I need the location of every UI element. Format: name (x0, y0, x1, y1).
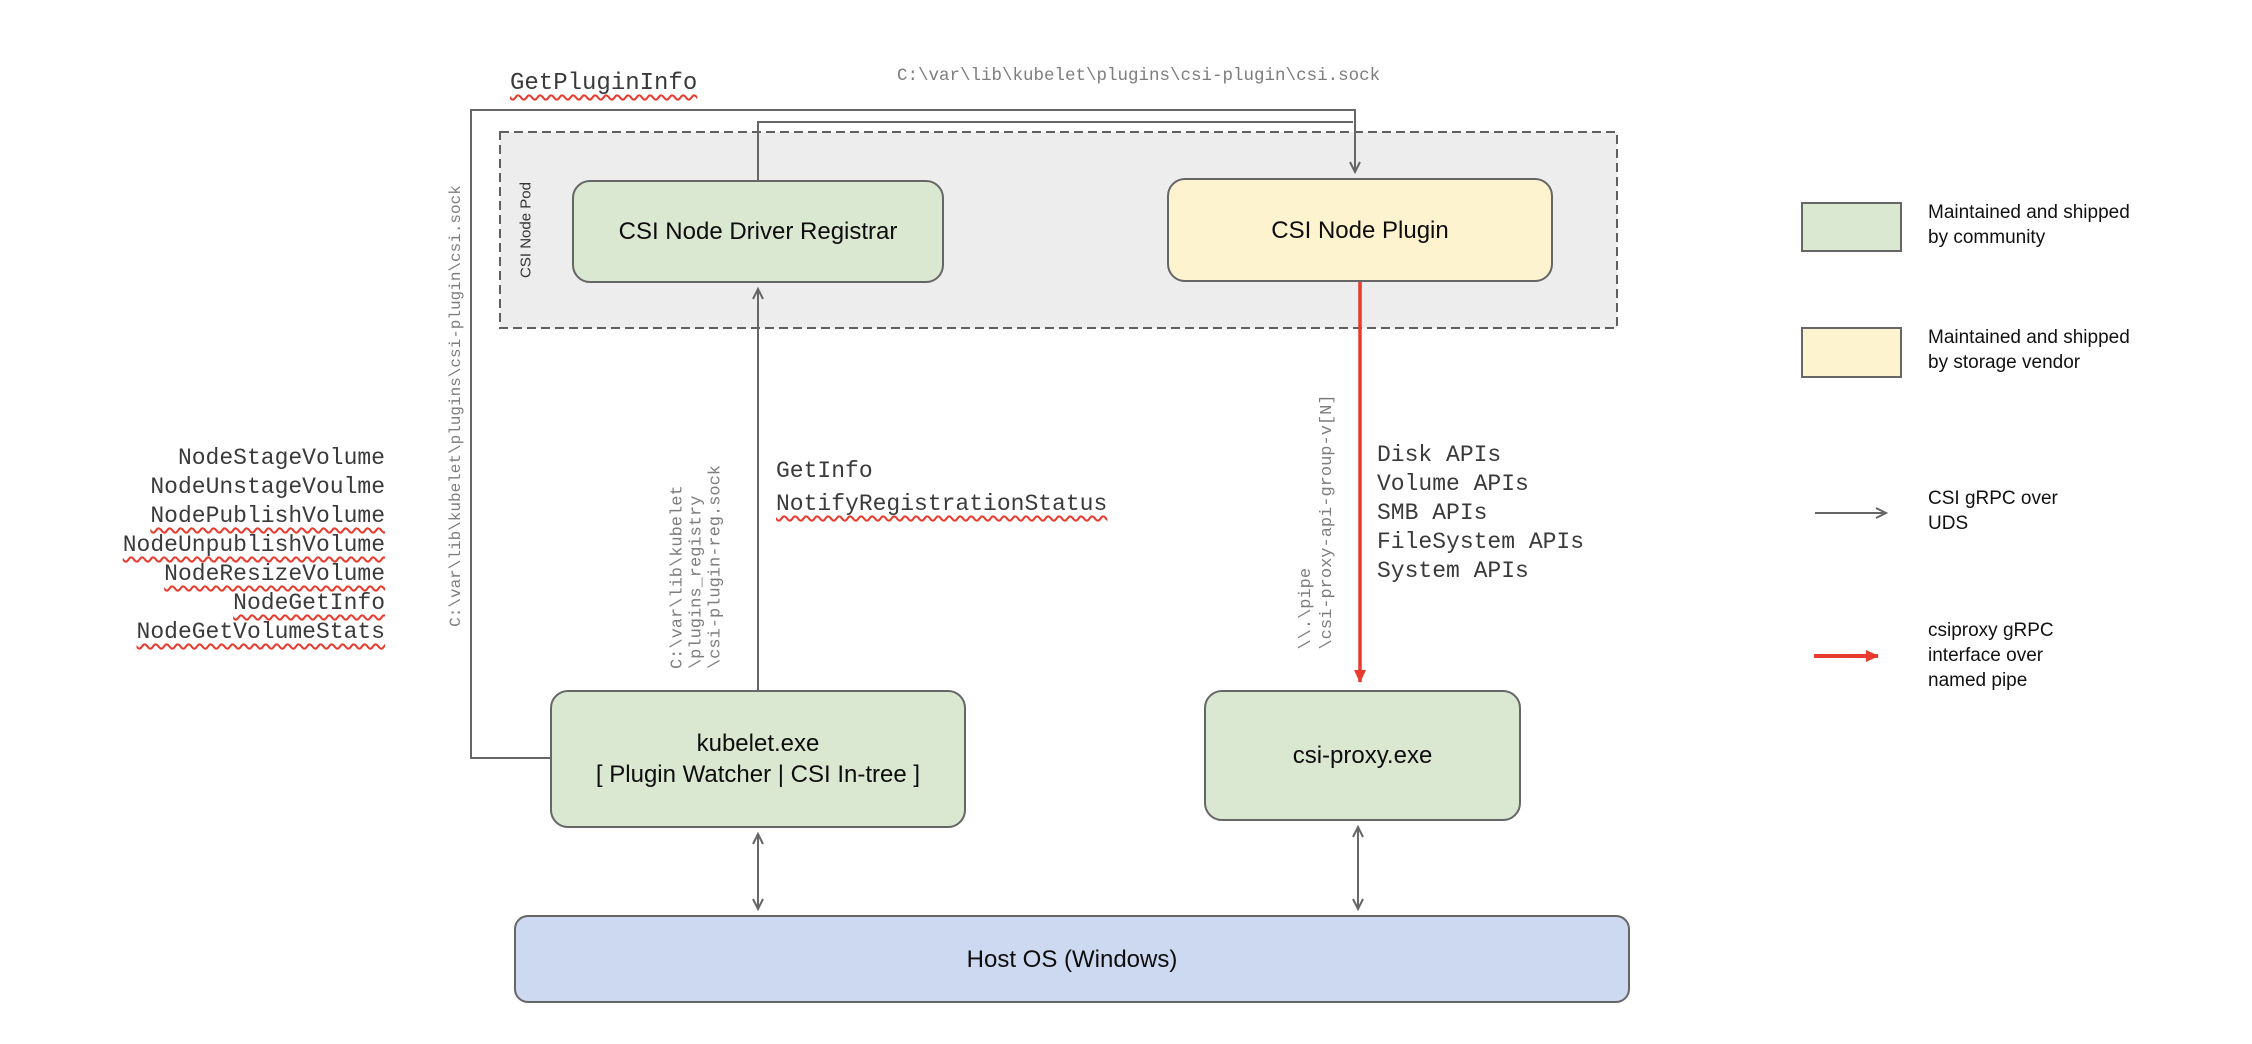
proxy-api: Volume APIs (1377, 471, 1529, 497)
csi-node-pod-label: CSI Node Pod (517, 182, 535, 278)
legend-pipe-label: csiproxy gRPC interface over named pipe (1928, 618, 2054, 693)
csi-sock-path-left-label: C:\var\lib\kubelet\plugins\csi-plugin\cs… (447, 185, 465, 627)
node-method: NodeStageVolume (177, 445, 385, 471)
edge-kubelet-to-plugin (470, 109, 1361, 759)
notify-registration-status-label: NotifyRegistrationStatus (776, 491, 1108, 517)
proxy-api: FileSystem APIs (1377, 529, 1585, 555)
csi-proxy-node: csi-proxy.exe (1204, 690, 1521, 821)
csi-node-plugin-node: CSI Node Plugin (1167, 178, 1553, 282)
get-info-label: GetInfo (776, 458, 873, 484)
csi-node-plugin-label: CSI Node Plugin (1271, 216, 1449, 244)
csi-proxy-label: csi-proxy.exe (1292, 742, 1433, 769)
proxy-api: System APIs (1377, 558, 1529, 584)
csi-sock-path-top-label: C:\var\lib\kubelet\plugins\csi-plugin\cs… (897, 66, 1381, 86)
legend-vendor-label: Maintained and shipped by storage vendor (1928, 325, 2130, 375)
proxy-api: SMB APIs (1377, 500, 1488, 526)
proxy-apis-list: Disk APIs Volume APIs SMB APIs FileSyste… (1377, 441, 1584, 586)
legend-community-line: by community (1928, 227, 2046, 248)
legend-pipe-line: csiproxy gRPC (1928, 620, 2054, 641)
legend-pipe-line: interface over (1928, 645, 2044, 666)
plugins-registry-path-label: C:\var\lib\kubelet \plugins_registry \cs… (669, 465, 726, 669)
node-method: NodeUnstageVoulme (150, 474, 385, 500)
proxy-api: Disk APIs (1377, 442, 1502, 468)
host-os-label: Host OS (Windows) (966, 945, 1178, 973)
plugins-registry-path-line: \plugins_registry (687, 495, 707, 670)
registration-methods-label: GetInfo NotifyRegistrationStatus (776, 455, 1107, 521)
edge-registrar-to-plugin (757, 121, 1353, 180)
legend-uds-label: CSI gRPC over UDS (1928, 486, 2058, 536)
plugins-registry-path-line: C:\var\lib\kubelet (668, 485, 688, 670)
kubelet-node-methods-list: NodeStageVolume NodeUnstageVoulme NodePu… (60, 444, 385, 647)
legend-community-swatch (1801, 202, 1902, 252)
csi-node-driver-registrar-label: CSI Node Driver Registrar (618, 218, 898, 245)
get-plugin-info-label: GetPluginInfo (510, 70, 698, 97)
legend-community-line: Maintained and shipped (1928, 202, 2130, 223)
legend-uds-line: CSI gRPC over (1928, 488, 2058, 509)
node-method: NodeGetVolumeStats (136, 619, 385, 645)
legend-uds-line: UDS (1928, 513, 1969, 534)
plugins-registry-path-line: \csi-plugin-reg.sock (706, 464, 726, 670)
legend-vendor-swatch (1801, 327, 1902, 378)
named-pipe-path-line: \csi-proxy-api-group-v[N] (1318, 394, 1337, 650)
kubelet-node: kubelet.exe [ Plugin Watcher | CSI In-tr… (550, 690, 966, 828)
legend-vendor-line: Maintained and shipped (1928, 327, 2130, 348)
legend-vendor-line: by storage vendor (1928, 352, 2081, 373)
named-pipe-path-line: \\.\pipe (1297, 567, 1316, 650)
legend-community-label: Maintained and shipped by community (1928, 200, 2130, 250)
node-method: NodeResizeVolume (164, 561, 385, 587)
host-os-node: Host OS (Windows) (514, 915, 1630, 1003)
csi-node-driver-registrar-node: CSI Node Driver Registrar (572, 180, 944, 283)
kubelet-label-line1: kubelet.exe (696, 730, 820, 757)
named-pipe-path-label: \\.\pipe \csi-proxy-api-group-v[N] (1296, 394, 1338, 649)
node-method: NodeUnpublishVolume (122, 532, 385, 558)
node-method: NodePublishVolume (150, 503, 385, 529)
kubelet-label-line2: [ Plugin Watcher | CSI In-tree ] (595, 761, 921, 788)
node-method: NodeGetInfo (233, 590, 385, 616)
legend-pipe-line: named pipe (1928, 670, 2028, 691)
